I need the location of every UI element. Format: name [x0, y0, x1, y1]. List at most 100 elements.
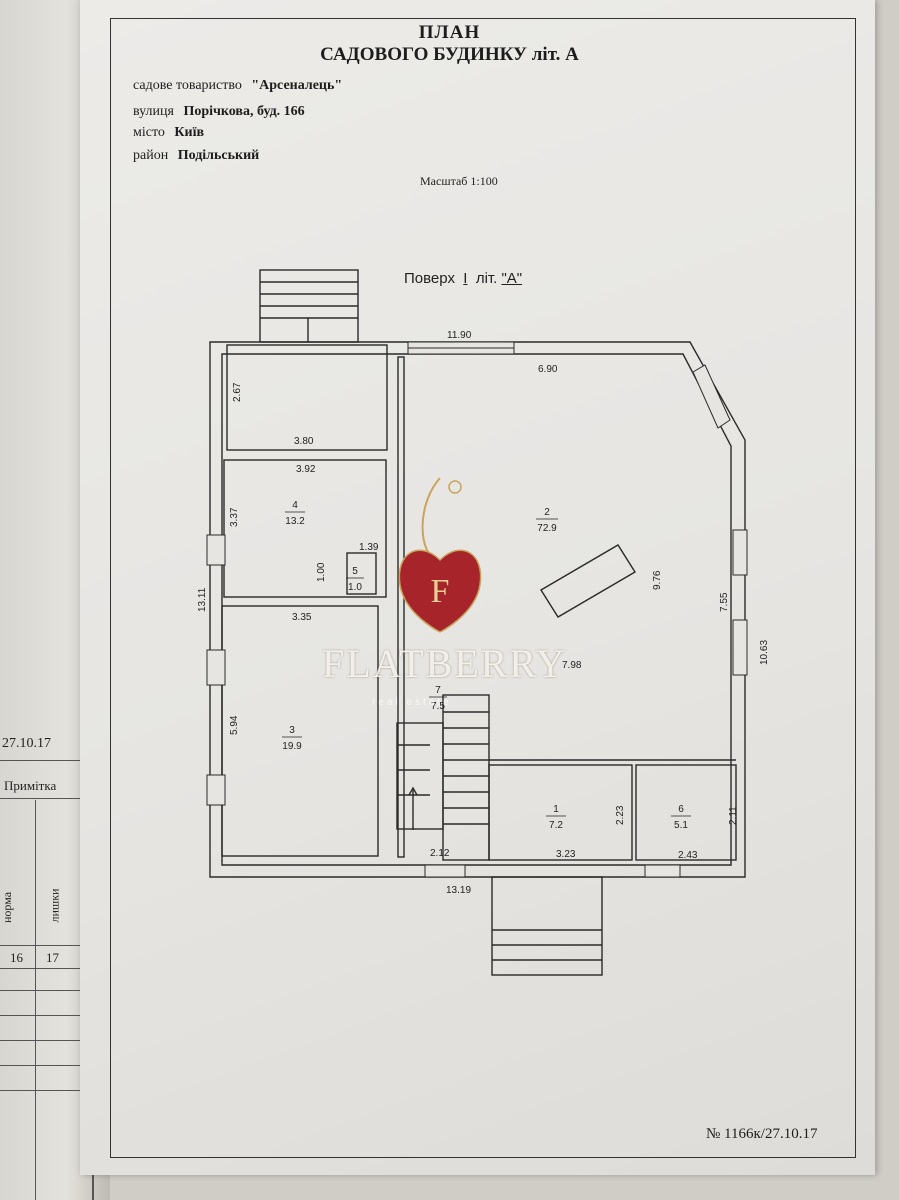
watermark-subtitle: real estate: [372, 697, 452, 708]
room-area: 13.2: [285, 516, 305, 527]
room-6: [635, 764, 737, 861]
under-note-header: Примітка: [4, 778, 57, 793]
under-rule: [0, 945, 80, 946]
room-label-4: 4 13.2: [285, 500, 305, 527]
watermark-logo: F: [398, 477, 482, 633]
field-label: місто: [133, 125, 165, 140]
field-street: вулиця Порічкова, буд. 166: [133, 104, 305, 120]
stair-flight: [442, 694, 490, 861]
room-number: 3: [289, 725, 295, 736]
document-title: ПЛАН: [418, 22, 481, 43]
window: [206, 649, 226, 686]
floor-label: Поверх I літ. "A": [404, 270, 522, 287]
room-number: 1: [553, 804, 559, 815]
window: [692, 364, 731, 429]
dim-r4-height: 3.37: [229, 507, 240, 527]
dim-right-total: 10.63: [759, 640, 770, 665]
floor-number: I: [463, 270, 468, 287]
dim-r-upper-width: 3.80: [294, 436, 314, 447]
room-upper-left: [226, 344, 388, 451]
room-label-1: 1 7.2: [546, 804, 566, 831]
room-area: 72.9: [537, 523, 557, 534]
field-label: вулиця: [133, 104, 174, 119]
under-rule: [0, 1065, 80, 1066]
under-val1: 16: [10, 950, 23, 965]
dim-r4-width: 3.92: [296, 464, 316, 475]
under-rule: [0, 990, 80, 991]
scale-label: Масштаб 1:100: [420, 174, 498, 188]
field-label: район: [133, 148, 169, 163]
room-label-5: 5 1.0: [346, 566, 364, 593]
under-col-line: [35, 800, 36, 1200]
under-val2: 17: [46, 950, 59, 965]
document-subtitle: САДОВОГО БУДИНКУ літ. А: [320, 44, 579, 65]
room-number: 6: [678, 804, 684, 815]
room-area: 1.0: [348, 582, 362, 593]
dim-big-room-height: 9.76: [652, 570, 663, 590]
dim-bottom-total: 13.19: [446, 885, 471, 896]
under-rule: [0, 798, 80, 799]
field-value: Порічкова, буд. 166: [183, 104, 305, 119]
room-area: 7.5: [431, 701, 445, 712]
room-area: 19.9: [282, 741, 302, 752]
room-1: [488, 764, 633, 861]
under-rule: [0, 1040, 80, 1041]
window: [424, 864, 466, 878]
field-district: район Подільський: [133, 148, 259, 164]
dim-r3-width: 3.35: [292, 612, 312, 623]
dim-top-total: 11.90: [447, 330, 472, 341]
room-label-2: 2 72.9: [536, 507, 558, 534]
room-number: 2: [544, 507, 550, 518]
dim-big-room-top: 6.90: [538, 364, 558, 375]
field-city: місто Київ: [133, 125, 204, 141]
room-3: [221, 605, 379, 857]
room-area: 5.1: [674, 820, 688, 831]
window: [732, 529, 748, 576]
under-rule: [0, 968, 80, 969]
dim-r5-height: 1.00: [316, 562, 327, 582]
dim-r1-width: 3.23: [556, 849, 576, 860]
room-number: 4: [292, 500, 298, 511]
front-porch: [491, 876, 603, 976]
under-date: 27.10.17: [2, 736, 51, 751]
room-number: 5: [352, 566, 358, 577]
room-label-7: 7 7.5: [429, 685, 447, 712]
field-society: садове товариство "Арсеналець": [133, 78, 342, 94]
field-label: садове товариство: [133, 78, 242, 93]
window: [732, 619, 748, 676]
window: [644, 864, 681, 878]
under-rule: [0, 1090, 80, 1091]
partition-wall: [397, 356, 405, 858]
room-label-3: 3 19.9: [282, 725, 302, 752]
room-5: [346, 552, 377, 595]
under-rule: [0, 760, 80, 761]
watermark-letter: F: [431, 573, 450, 610]
dim-r1-height: 2.23: [615, 805, 626, 825]
room-4: [223, 459, 387, 598]
dim-big-room-width: 7.98: [562, 660, 582, 671]
window: [206, 774, 226, 806]
dim-stair-width: 2.12: [430, 848, 450, 859]
document-frame: [110, 18, 856, 1158]
room-area: 7.2: [549, 820, 563, 831]
field-value: Київ: [174, 125, 205, 140]
table-symbol: [540, 544, 636, 618]
window: [206, 534, 226, 566]
dim-r6-height: 2.11: [728, 806, 739, 825]
dim-r3-height: 5.94: [229, 715, 240, 735]
dim-r-upper-height: 2.67: [232, 382, 243, 402]
inner-wall-line: [221, 353, 732, 866]
outer-wall: [209, 341, 746, 878]
dim-left-total: 13.11: [197, 587, 208, 612]
room-label-6: 6 5.1: [671, 804, 691, 831]
room-number: 7: [435, 685, 441, 696]
document-number: № 1166к/27.10.17: [706, 1126, 818, 1142]
dim-r5-width: 1.39: [359, 542, 379, 553]
field-value: "Арсеналець": [251, 78, 343, 93]
field-value: Подільський: [177, 148, 260, 163]
watermark-name: FLATBERRY: [322, 641, 567, 686]
dim-right-inner: 7.55: [719, 592, 730, 612]
dim-r6-width: 2.43: [678, 850, 698, 861]
floor-letter: "A": [501, 270, 523, 287]
